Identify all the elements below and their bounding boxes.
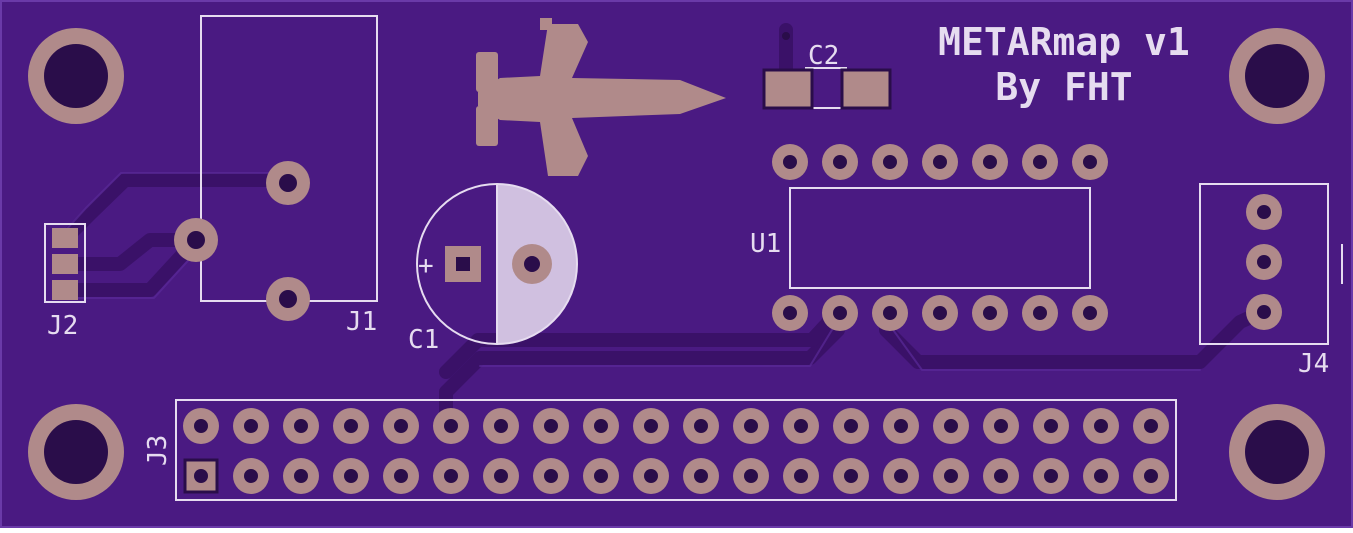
u1-pin-bottom [1072,295,1108,331]
j3-pin [783,458,819,494]
j3-pin [233,458,269,494]
j3-pin [783,408,819,444]
j1-footprint [174,15,378,321]
j3-pin [483,458,519,494]
j3-pin [683,408,719,444]
u1-pin-top [922,144,958,180]
u1-footprint [772,144,1108,331]
u1-pin-top [772,144,808,180]
j3-pin [433,408,469,444]
j3-pin [1133,408,1169,444]
label-c1: C1 [408,325,439,355]
j3-pin [533,458,569,494]
j3-pin [383,458,419,494]
j3-pin [883,408,919,444]
label-j1: J1 [346,307,377,337]
j3-pin-1 [183,458,219,494]
j3-pin [983,408,1019,444]
j3-pin [933,408,969,444]
u1-pin-top [872,144,908,180]
j3-pin [683,458,719,494]
j3-pin [633,458,669,494]
j4-pin [1246,294,1282,330]
mounting-holes [28,28,1325,500]
j3-pin [333,408,369,444]
u1-pin-bottom [972,295,1008,331]
j3-pin [283,458,319,494]
j4-pin [1246,194,1282,230]
j3-pin [1083,408,1119,444]
u1-pin-bottom [822,295,858,331]
j3-pin [183,408,219,444]
j3-footprint [175,399,1177,501]
j3-pin [1133,458,1169,494]
u1-pin-top [1072,144,1108,180]
u1-pin-top [972,144,1008,180]
j3-pin [383,408,419,444]
j3-pin [283,408,319,444]
j3-pin [583,408,619,444]
label-c2: C2 [808,41,839,71]
label-j2: J2 [47,311,78,341]
label-u1: U1 [750,229,781,259]
j3-pin [633,408,669,444]
j3-pin [833,408,869,444]
copper-trace-edges [65,172,1201,371]
fighter-jet-logo [476,18,726,176]
u1-pin-bottom [872,295,908,331]
j3-pin [733,458,769,494]
j3-pin [483,408,519,444]
j3-pin [333,458,369,494]
c1-footprint [416,183,578,345]
j3-pin [1033,408,1069,444]
j3-pin [883,458,919,494]
j2-footprint [44,223,86,303]
u1-pin-top [1022,144,1058,180]
j3-pin [1083,458,1119,494]
u1-pin-top [822,144,858,180]
u1-pin-bottom [1022,295,1058,331]
label-j3: J3 [143,435,173,466]
j3-pin [983,458,1019,494]
j3-pin [533,408,569,444]
title-line2: By FHT [995,65,1132,109]
j3-pin [583,458,619,494]
j4-pin [1246,244,1282,280]
label-c1-plus: + [418,251,434,281]
j3-pin [733,408,769,444]
j3-pin [233,408,269,444]
title-line1: METARmap v1 [938,20,1190,64]
label-j4: J4 [1298,349,1329,379]
j3-pin [833,458,869,494]
u1-pin-bottom [772,295,808,331]
u1-pin-bottom [922,295,958,331]
silkscreen-text: METARmap v1 By FHT J1 J2 C1 C2 U1 J4 + J… [47,20,1329,466]
j3-pin [933,458,969,494]
j3-pin [433,458,469,494]
j3-pin [1033,458,1069,494]
c2-footprint [762,23,892,110]
j4-footprint [1199,183,1343,345]
